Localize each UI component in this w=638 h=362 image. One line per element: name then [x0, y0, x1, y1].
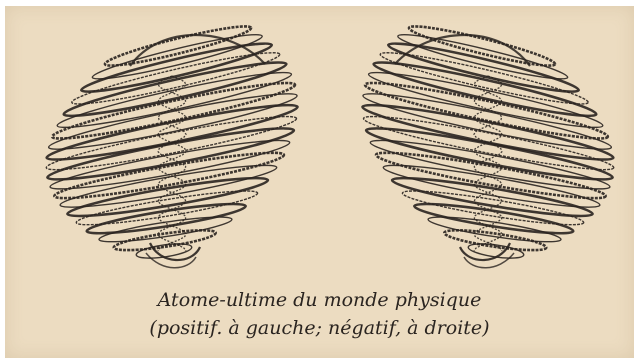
spiral-ring	[66, 172, 269, 223]
negative-atom-drawing	[360, 21, 615, 268]
caption-subtitle: (positif. à gauche; négatif, à droite)	[5, 317, 634, 339]
spiral-ring	[103, 21, 253, 72]
spiral-lobe	[395, 35, 530, 66]
caption-title: Atome-ultime du monde physique	[5, 289, 634, 311]
positive-atom-drawing	[44, 21, 299, 268]
spiral-ring	[427, 212, 562, 246]
spiral-ring	[98, 212, 233, 246]
spiral-lobe	[130, 35, 265, 66]
spiral-ring	[407, 21, 557, 72]
book-page: Atome-ultime du monde physique (positif.…	[5, 6, 634, 358]
